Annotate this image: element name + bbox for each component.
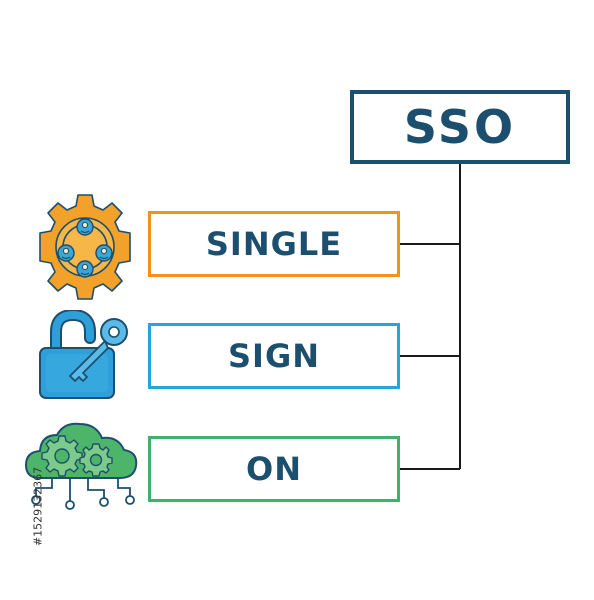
title-label: SSO [403,100,517,154]
stock-id-label: #1529132367 [31,466,45,547]
term-label-on: ON [246,450,302,488]
term-box-on: ON [148,436,400,502]
lock-key-icon [39,310,128,399]
term-label-single: SINGLE [205,225,343,263]
term-label-sign: SIGN [228,337,320,375]
term-box-sign: SIGN [148,323,400,389]
team-gear-icon [39,194,131,300]
cloud-gears-icon [25,422,138,510]
title-box: SSO [350,90,570,164]
term-box-single: SINGLE [148,211,400,277]
